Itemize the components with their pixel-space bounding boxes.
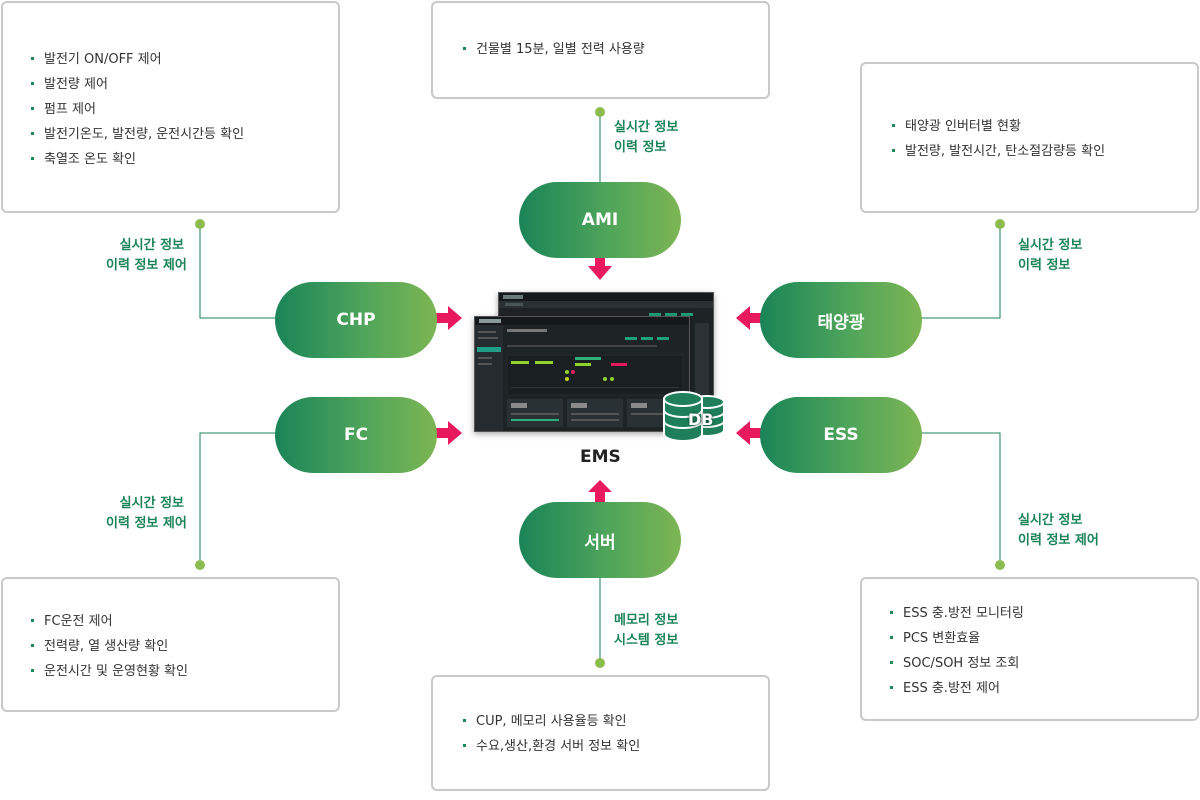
chp-node: CHP <box>275 282 437 358</box>
solar-edge-label-line2: 이력 정보 <box>1018 258 1071 273</box>
ess-connector-dot <box>995 560 1005 570</box>
server-node: 서버 <box>519 502 681 578</box>
chp-edge-label: 실시간 정보 이력 정보 제어 <box>106 236 187 276</box>
fc-info-item: FC운전 제어 <box>31 609 338 634</box>
ami-edge-label: 실시간 정보 이력 정보 <box>614 118 678 158</box>
ami-edge-label-line1: 실시간 정보 <box>614 120 679 135</box>
fc-info-item: 운전시간 및 운영현황 확인 <box>31 659 338 684</box>
ess-info-item: ESS 충.방전 제어 <box>890 676 1197 701</box>
ess-node: ESS <box>760 397 922 473</box>
ami-info-list: 건물별 15분, 일별 전력 사용량 <box>463 37 768 62</box>
server-arrow <box>588 480 612 502</box>
fc-info-item: 전력량, 열 생산량 확인 <box>31 634 338 659</box>
chp-info-item: 발전량 제어 <box>31 72 338 97</box>
ess-connector <box>920 432 1001 566</box>
chp-edge-label-line1: 실시간 정보 <box>119 238 184 253</box>
ami-info-box: 건물별 15분, 일별 전력 사용량 <box>431 1 770 99</box>
chp-info-item: 발전기온도, 발전량, 운전시간등 확인 <box>31 122 338 147</box>
fc-edge-label-line2: 이력 정보 제어 <box>106 516 187 531</box>
ess-edge-label-line2: 이력 정보 제어 <box>1018 533 1099 548</box>
ess-arrow <box>736 421 762 445</box>
solar-node-label: 태양광 <box>817 312 865 333</box>
ess-node-label: ESS <box>823 425 859 445</box>
database-icon-graphic <box>663 391 725 442</box>
solar-edge-label-line1: 실시간 정보 <box>1018 238 1083 253</box>
solar-connector <box>920 224 1001 319</box>
chp-edge-label-line2: 이력 정보 제어 <box>106 258 187 273</box>
chp-connector-dot <box>195 219 205 229</box>
ami-node: AMI <box>519 182 681 258</box>
server-node-label: 서버 <box>584 532 616 553</box>
ess-info-item: SOC/SOH 정보 조회 <box>890 651 1197 676</box>
fc-edge-label: 실시간 정보 이력 정보 제어 <box>106 494 187 534</box>
server-edge-label-line1: 메모리 정보 <box>614 613 679 628</box>
ems-label: EMS <box>580 447 621 467</box>
ami-connector-dot <box>595 107 605 117</box>
chp-info-item: 발전기 ON/OFF 제어 <box>31 47 338 72</box>
server-edge-label-line2: 시스템 정보 <box>614 633 679 648</box>
ems-screen-front <box>474 316 690 432</box>
chp-arrow <box>436 306 462 330</box>
ems-dashboard-graphic <box>475 317 689 431</box>
chp-info-item: 축열조 온도 확인 <box>31 147 338 172</box>
solar-connector-dot <box>995 219 1005 229</box>
solar-edge-label: 실시간 정보 이력 정보 <box>1018 236 1082 276</box>
ess-edge-label: 실시간 정보 이력 정보 제어 <box>1018 511 1099 551</box>
database-icon: DB <box>662 390 726 442</box>
ess-info-item: ESS 충.방전 모니터링 <box>890 601 1197 626</box>
chp-node-label: CHP <box>336 310 376 330</box>
chp-connector <box>199 224 276 319</box>
database-label: DB <box>688 410 714 429</box>
ami-node-label: AMI <box>581 210 619 230</box>
ems-screen-back-graphic <box>499 293 713 403</box>
chp-info-item: 펌프 제어 <box>31 97 338 122</box>
server-connector-dot <box>595 658 605 668</box>
solar-info-item: 태양광 인버터별 현황 <box>892 114 1197 139</box>
ami-info-item: 건물별 15분, 일별 전력 사용량 <box>463 37 768 62</box>
solar-arrow <box>736 306 762 330</box>
server-info-item: CUP, 메모리 사용율등 확인 <box>463 709 768 734</box>
fc-connector-dot <box>195 560 205 570</box>
solar-node: 태양광 <box>760 282 922 358</box>
fc-edge-label-line1: 실시간 정보 <box>119 496 184 511</box>
ess-info-item: PCS 변환효율 <box>890 626 1197 651</box>
ess-edge-label-line1: 실시간 정보 <box>1018 513 1083 528</box>
solar-info-item: 발전량, 발전시간, 탄소절감량등 확인 <box>892 139 1197 164</box>
fc-node-label: FC <box>343 425 369 445</box>
fc-connector <box>199 432 276 566</box>
server-edge-label: 메모리 정보 시스템 정보 <box>614 611 678 651</box>
server-info-item: 수요,생산,환경 서버 정보 확인 <box>463 734 768 759</box>
fc-node: FC <box>275 397 437 473</box>
ami-edge-label-line2: 이력 정보 <box>614 140 667 155</box>
fc-arrow <box>436 421 462 445</box>
ami-arrow <box>588 256 612 280</box>
